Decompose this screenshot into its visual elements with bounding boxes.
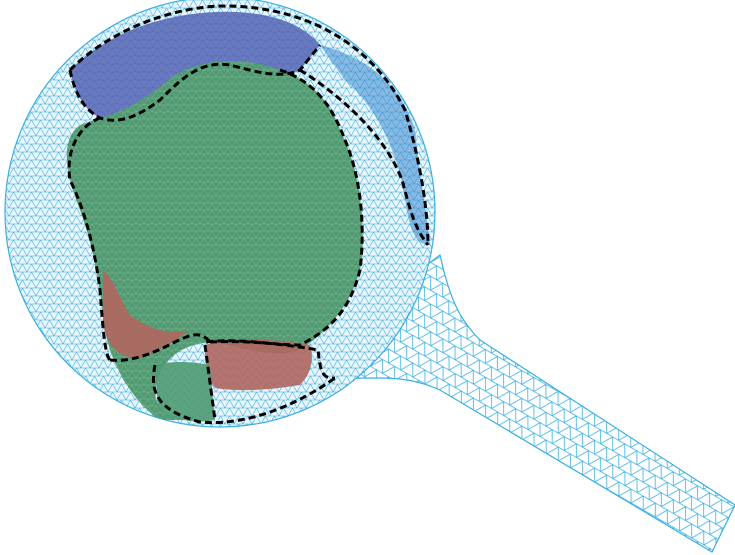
right-purple-boundary bbox=[299, 68, 430, 246]
region-boundaries bbox=[67, 4, 430, 425]
red-left-boundary bbox=[109, 333, 212, 362]
outer-upper-boundary bbox=[68, 4, 430, 246]
green-region-bottom bbox=[155, 361, 215, 422]
purple-region-right bbox=[320, 45, 430, 245]
green-boundary bbox=[67, 116, 112, 362]
red-region-left bbox=[103, 270, 190, 359]
bottom-boundary bbox=[151, 364, 336, 425]
red-region-bottom bbox=[205, 339, 312, 391]
purple-region bbox=[70, 11, 320, 121]
purple-boundary bbox=[68, 44, 322, 122]
red-bottom-boundary bbox=[203, 340, 336, 421]
